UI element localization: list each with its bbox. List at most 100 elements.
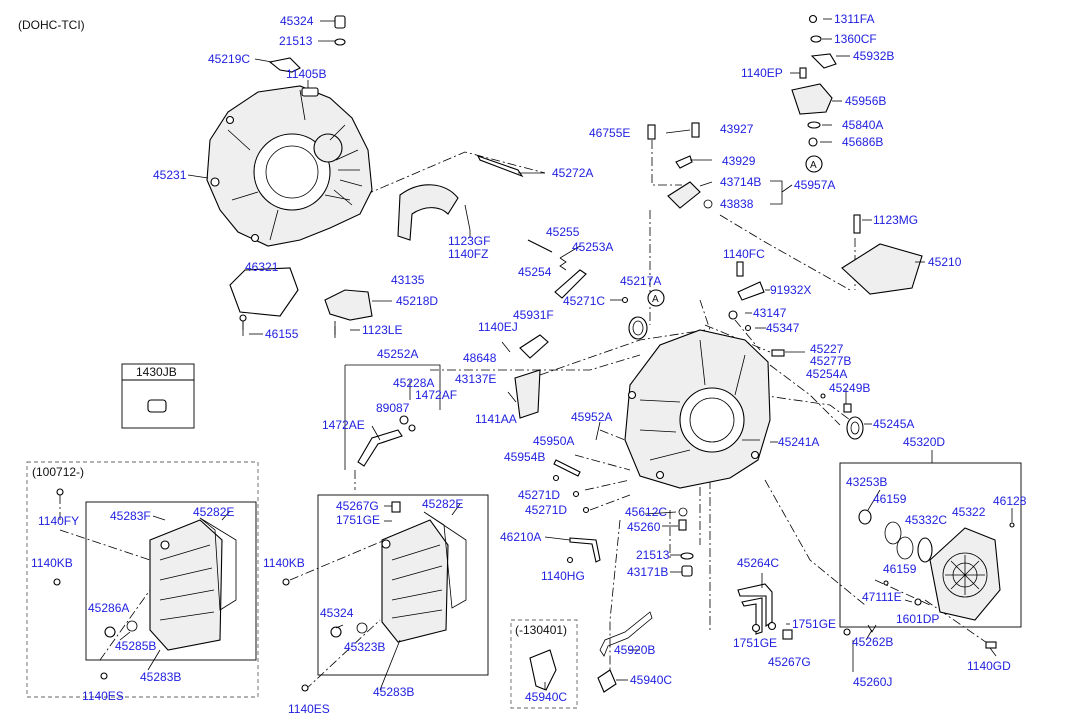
label-46128: 46128 bbox=[993, 494, 1027, 508]
label-1601dp: 1601DP bbox=[896, 612, 939, 626]
label-91932x: 91932X bbox=[770, 283, 811, 297]
bracket-45218d bbox=[324, 289, 373, 321]
label-43171b: 43171B bbox=[627, 565, 668, 579]
fitting-45940c-boxed bbox=[529, 649, 557, 691]
circle-a-ref-right bbox=[805, 155, 823, 173]
bolt-1140ej bbox=[501, 341, 511, 353]
label-45282e-left: 45282E bbox=[193, 505, 234, 519]
label-1141aa: 1141AA bbox=[475, 412, 517, 426]
label-45931f: 45931F bbox=[513, 308, 554, 322]
shield-43135 bbox=[397, 184, 459, 241]
seal-45332c bbox=[917, 537, 933, 563]
label-47111e: 47111E bbox=[862, 590, 902, 604]
label-89087: 89087 bbox=[376, 401, 410, 415]
label-45324: 45324 bbox=[280, 14, 314, 28]
bolt-left-1140fy bbox=[56, 488, 64, 496]
pipe-45920b bbox=[599, 611, 653, 657]
plug-45286a bbox=[104, 626, 116, 638]
label-45324-middle: 45324 bbox=[320, 606, 354, 620]
rod-45950a bbox=[553, 459, 581, 477]
bolt-45954b bbox=[552, 474, 560, 482]
gasket-middle-45282e bbox=[423, 511, 467, 609]
label-45267g-right: 45267G bbox=[768, 655, 811, 669]
bolt-head-46155 bbox=[239, 314, 247, 322]
label-43147: 43147 bbox=[753, 306, 787, 320]
label-45932b: 45932B bbox=[853, 49, 894, 63]
bolt-1123mg bbox=[853, 214, 861, 234]
plug-45271c bbox=[621, 296, 629, 304]
bolt-1140gd bbox=[985, 641, 997, 649]
label-46210a: 46210A bbox=[500, 530, 541, 544]
fitting-45267g-right bbox=[782, 629, 793, 640]
filter-46321 bbox=[229, 267, 299, 317]
label-45249b: 45249B bbox=[829, 381, 870, 395]
label-43714b: 43714B bbox=[720, 175, 761, 189]
label-45227: 45227 bbox=[810, 342, 844, 356]
bolt-1123gf bbox=[464, 204, 471, 231]
label-45952a: 45952A bbox=[571, 410, 612, 424]
label-45283f: 45283F bbox=[110, 509, 151, 523]
bolt-left-1140kb bbox=[53, 578, 61, 586]
seal-45245a-inner bbox=[850, 421, 860, 435]
sensor-43714b bbox=[667, 181, 701, 209]
label-43253b: 43253B bbox=[846, 475, 887, 489]
label-1751ge-right: 1751GE bbox=[792, 617, 836, 631]
label-21513: 21513 bbox=[279, 34, 313, 48]
pin-47111e bbox=[883, 580, 889, 586]
label-46755e: 46755E bbox=[589, 126, 630, 140]
label-1360cf: 1360CF bbox=[834, 32, 877, 46]
detent-45931f bbox=[519, 334, 549, 359]
label-1123le: 1123LE bbox=[362, 323, 402, 337]
label-45210: 45210 bbox=[928, 255, 962, 269]
cap-45324-middle bbox=[330, 626, 342, 638]
spring-45255 bbox=[559, 257, 567, 271]
pin-46128 bbox=[1009, 522, 1015, 528]
label-1140fc: 1140FC bbox=[723, 247, 765, 261]
part-box-1430jb bbox=[121, 363, 195, 429]
sensor-45956b bbox=[791, 83, 833, 115]
label-1123gf: 1123GF bbox=[448, 234, 490, 248]
label-45320d: 45320D bbox=[903, 435, 945, 449]
bolt-1140hg bbox=[566, 556, 574, 564]
label-45260: 45260 bbox=[627, 520, 661, 534]
label-46159-a: 46159 bbox=[873, 492, 907, 506]
variant-box-100712 bbox=[26, 461, 259, 698]
label-45957a: 45957A bbox=[794, 178, 835, 192]
oring-45285b bbox=[126, 620, 138, 632]
label-45218d: 45218D bbox=[396, 294, 438, 308]
label-45264c: 45264C bbox=[737, 556, 779, 570]
plug-45271d-b bbox=[582, 506, 590, 514]
plug-43171b bbox=[681, 565, 693, 577]
label-45322: 45322 bbox=[952, 505, 986, 519]
bolt-left-1140es bbox=[100, 672, 108, 680]
bolt-45260 bbox=[678, 519, 687, 531]
plate-45210 bbox=[841, 243, 923, 295]
label-45271d-a: 45271D bbox=[518, 488, 560, 502]
label-1140fz: 1140FZ bbox=[448, 247, 488, 261]
plug-45271d-a bbox=[572, 490, 580, 498]
bolt-1141aa bbox=[507, 391, 517, 403]
label-43927: 43927 bbox=[720, 122, 754, 136]
oring-43253b bbox=[858, 509, 872, 525]
label-1140kb-middle: 1140KB bbox=[263, 556, 305, 570]
circle-a-ref-center bbox=[647, 289, 665, 307]
clamp-89087 bbox=[399, 415, 409, 425]
label-1140es-middle: 1140ES bbox=[288, 702, 330, 716]
variant-title: (DOHC-TCI) bbox=[18, 18, 85, 32]
bolt-45260j bbox=[843, 628, 851, 636]
circle-a-label-center: A bbox=[652, 294, 659, 305]
bolt-43927 bbox=[691, 122, 700, 138]
seal-45217a bbox=[628, 316, 648, 340]
label-45956b: 45956B bbox=[845, 94, 886, 108]
label-1751ge-left: 1751GE bbox=[733, 636, 777, 650]
pin-45254a bbox=[820, 393, 826, 399]
label-1140gd: 1140GD bbox=[967, 659, 1011, 673]
label-45255: 45255 bbox=[546, 225, 580, 239]
shaft-45254 bbox=[527, 239, 553, 253]
bracket-45262b bbox=[867, 624, 877, 633]
seal-45217a-inner bbox=[632, 320, 644, 336]
nut-1311fa bbox=[808, 14, 818, 24]
label-45286a: 45286A bbox=[88, 601, 129, 615]
plug-45249b bbox=[843, 403, 852, 413]
label-1140hg: 1140HG bbox=[541, 569, 585, 583]
